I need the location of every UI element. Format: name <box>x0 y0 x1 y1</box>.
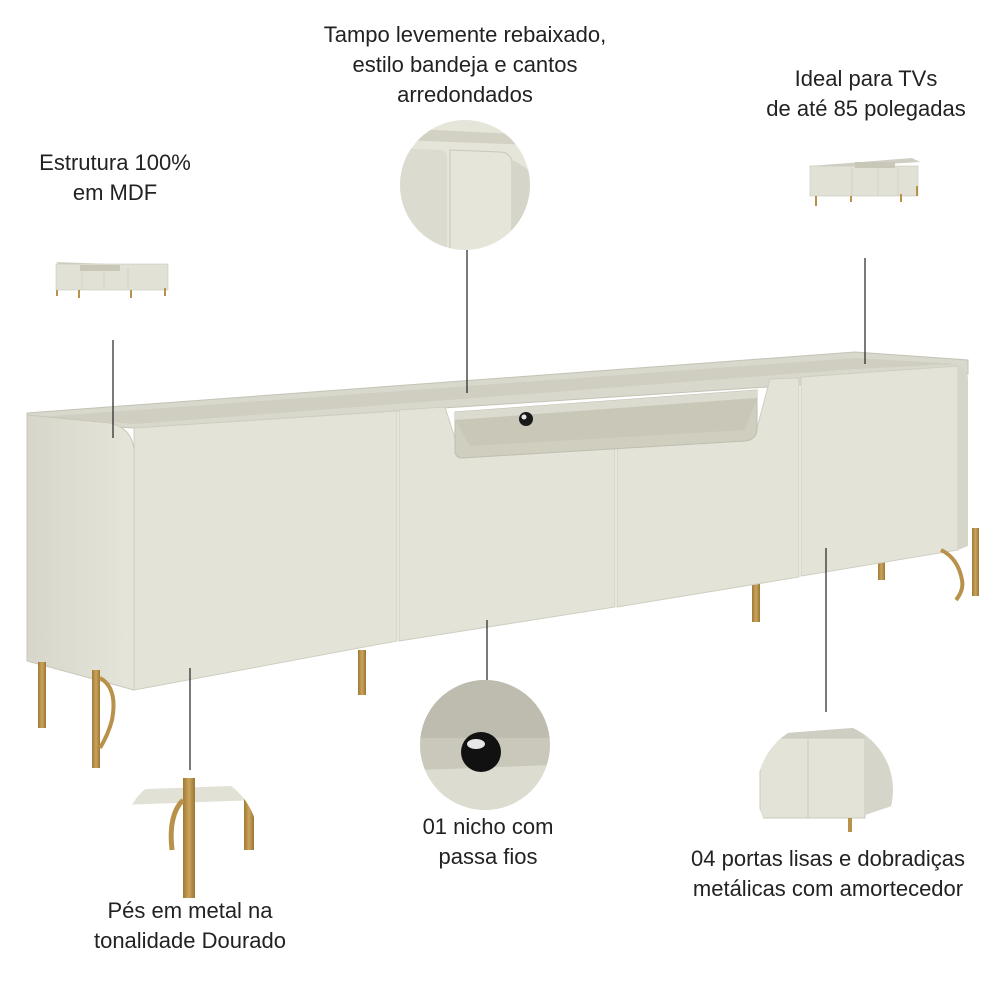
leg <box>752 582 760 622</box>
label-line: passa fios <box>438 844 538 869</box>
label-line: Estrutura 100% <box>39 150 191 175</box>
callout-lines <box>112 243 866 770</box>
nicho-feature-label: 01 nicho com passa fios <box>388 812 588 872</box>
tv-cabinet <box>26 351 979 768</box>
tv-feature-label: Ideal para TVs de até 85 polegadas <box>740 64 992 124</box>
door-1 <box>133 410 398 691</box>
leg <box>878 562 885 580</box>
portas-feature-label: 04 portas lisas e dobradiças metálicas c… <box>660 844 996 904</box>
label-line: estilo bandeja e cantos <box>352 52 578 77</box>
tampo-feature-label: Tampo levemente rebaixado, estilo bandej… <box>290 20 640 110</box>
door-detail-icon <box>757 722 893 858</box>
leg <box>358 650 366 695</box>
label-line: de até 85 polegadas <box>766 96 966 121</box>
left-side-panel <box>26 414 135 691</box>
door-4 <box>800 365 959 577</box>
estrutura-feature-label: Estrutura 100% em MDF <box>20 148 210 208</box>
cable-hole-detail-icon <box>420 680 550 810</box>
pes-feature-label: Pés em metal na tonalidade Dourado <box>60 896 320 956</box>
label-line: metálicas com amortecedor <box>692 876 964 901</box>
front-right-legs <box>940 528 979 602</box>
label-line: Ideal para TVs <box>794 66 938 91</box>
label-line: tonalidade Dourado <box>93 928 287 953</box>
label-line: 01 nicho com <box>422 814 554 839</box>
label-line: 04 portas lisas e dobradiças <box>691 846 965 871</box>
label-line: em MDF <box>72 180 158 205</box>
label-line: arredondados <box>397 82 533 107</box>
label-line: Tampo levemente rebaixado, <box>323 22 607 47</box>
front-left-legs <box>38 662 116 768</box>
cabinet-thumbnail-icon <box>809 158 920 206</box>
top-corner-detail-icon <box>400 120 530 250</box>
cable-hole <box>519 412 533 426</box>
cabinet-thumbnail-icon <box>55 262 169 298</box>
gold-leg-detail-icon <box>122 772 258 908</box>
label-line: Pés em metal na <box>107 898 273 923</box>
